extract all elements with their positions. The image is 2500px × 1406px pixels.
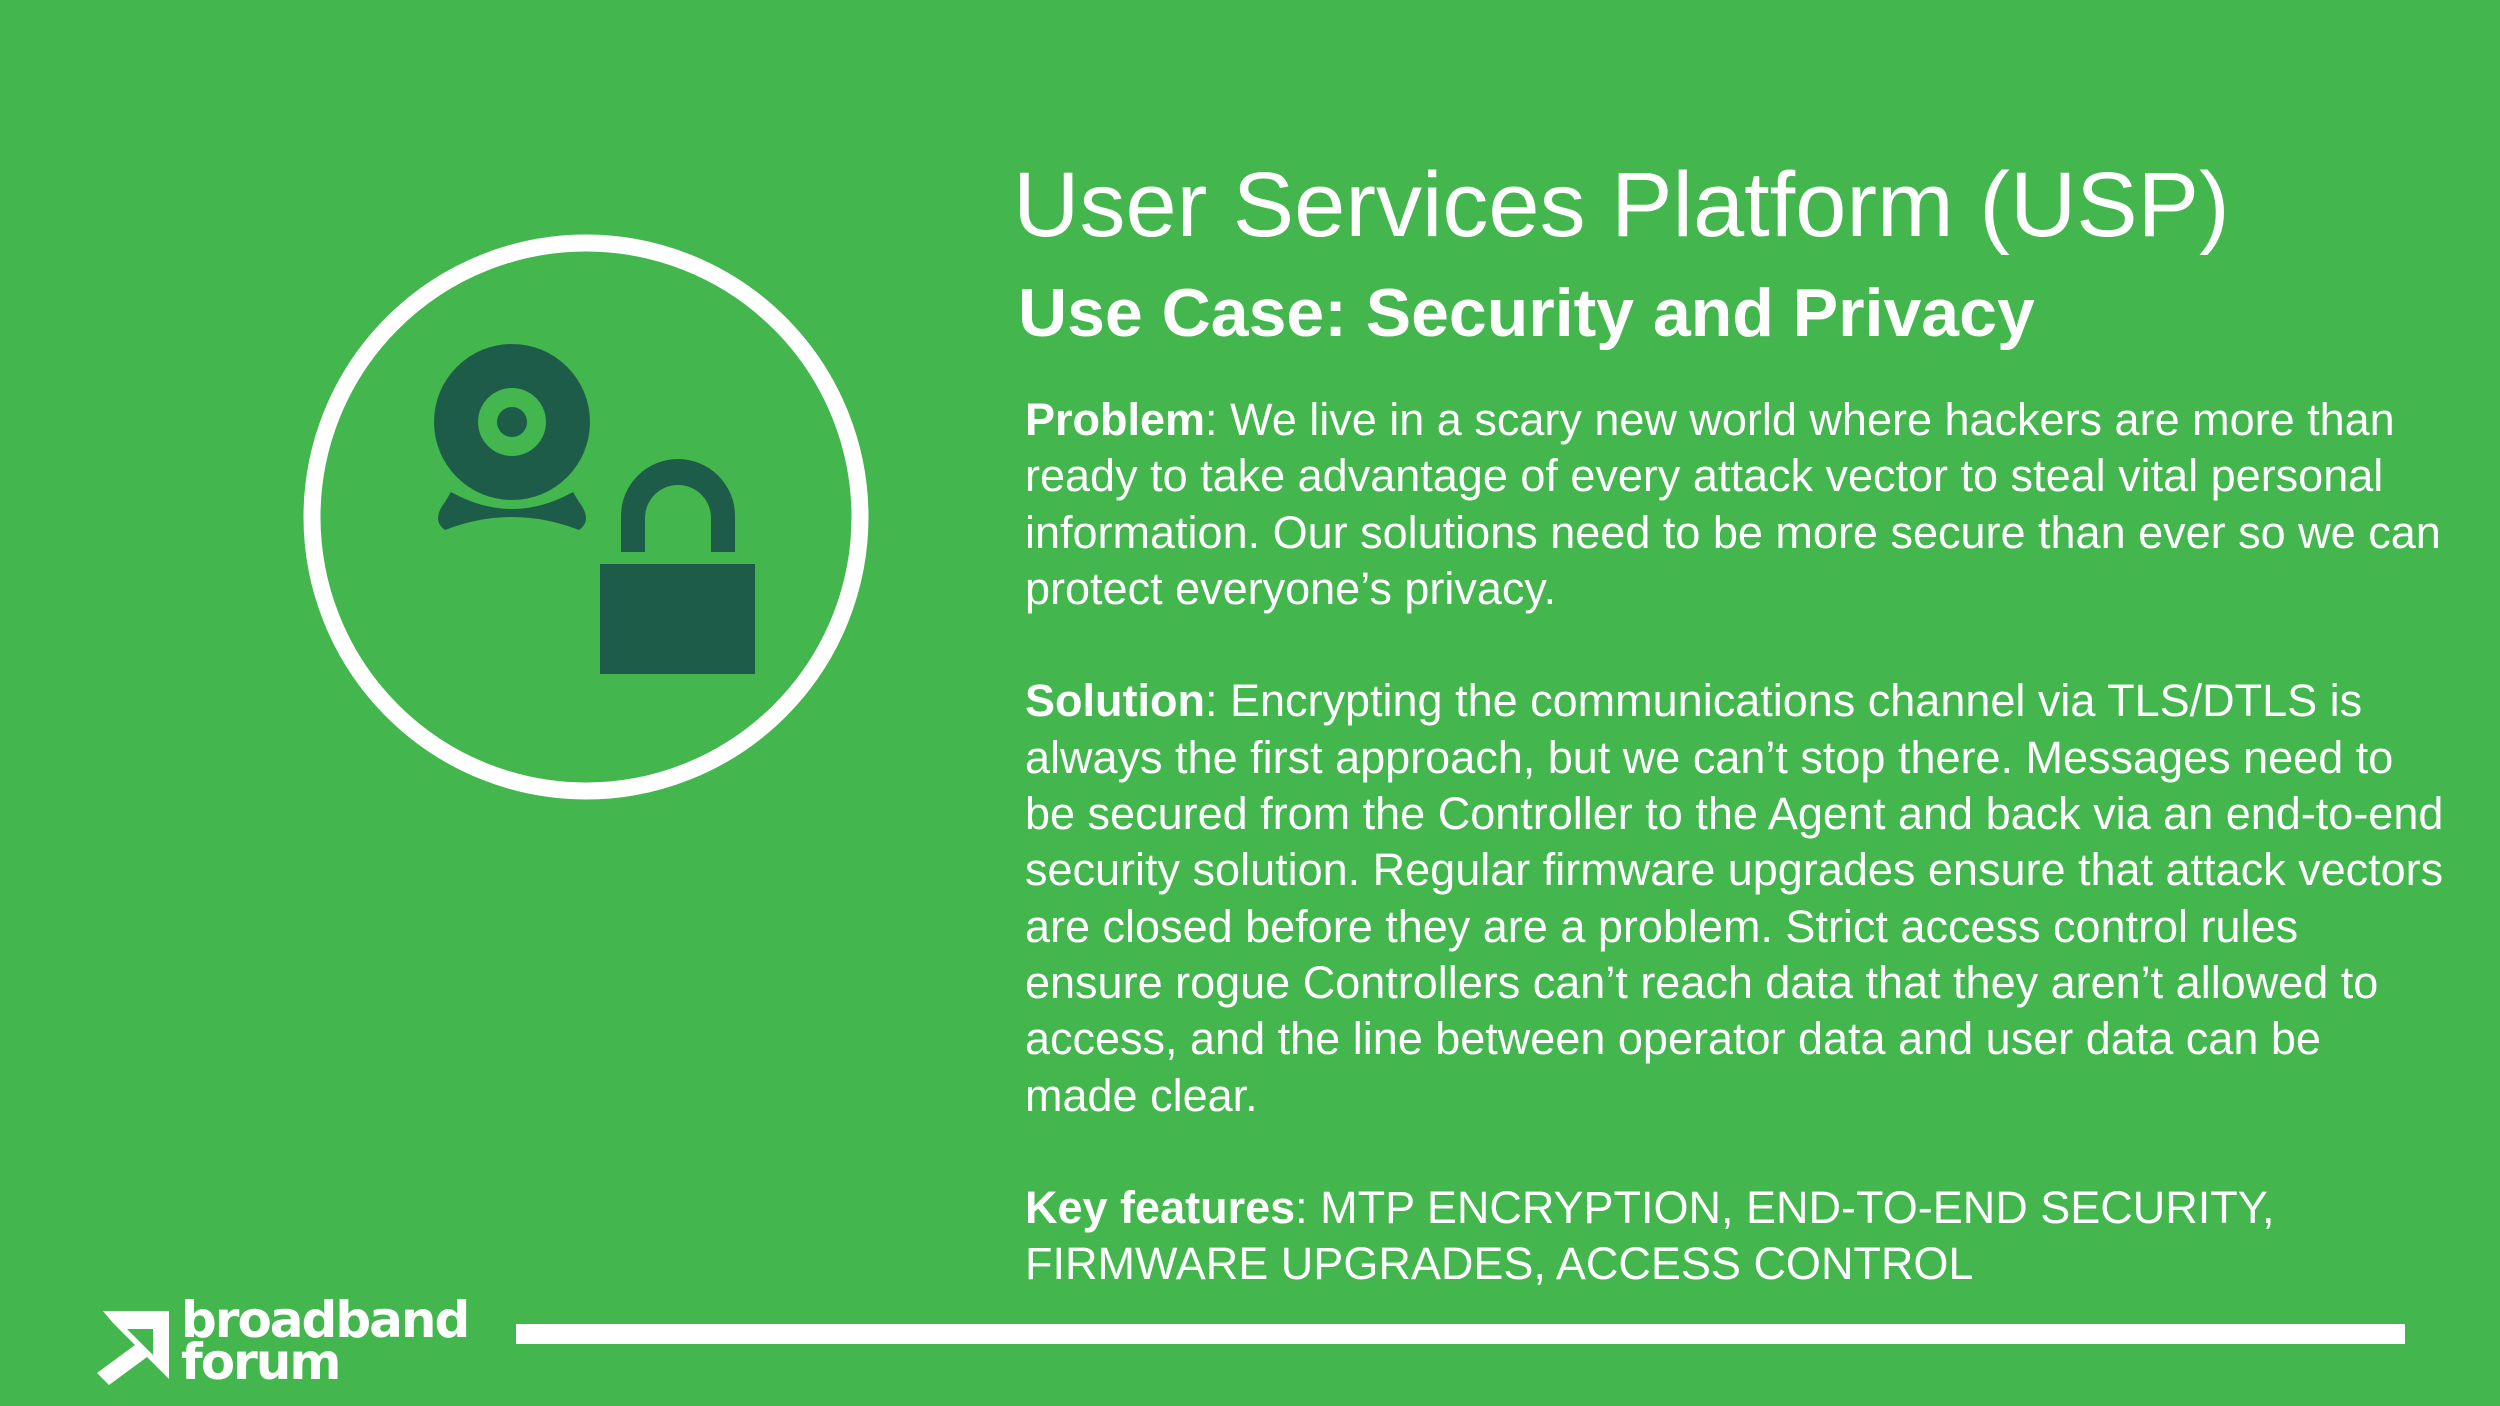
solution-label: Solution bbox=[1025, 675, 1205, 727]
problem-label: Problem bbox=[1025, 394, 1206, 445]
logo-wordmark: broadband forum bbox=[181, 1291, 470, 1391]
subtitle-use-case: Security and Privacy bbox=[1365, 275, 2035, 351]
logo-line-2: forum bbox=[181, 1333, 341, 1391]
security-privacy-badge bbox=[303, 234, 869, 800]
key-features-paragraph: Key features: MTP ENCRYPTION, END-TO-END… bbox=[1025, 1180, 2445, 1293]
key-features-label: Key features bbox=[1025, 1182, 1296, 1234]
key-features-text: : MTP ENCRYPTION, END-TO-END SECURITY, F… bbox=[1025, 1182, 2275, 1290]
logo-mark-icon bbox=[97, 1311, 169, 1385]
solution-text: : Encrypting the communications channel … bbox=[1025, 675, 2444, 1121]
problem-text: : We live in a scary new world where hac… bbox=[1025, 394, 2441, 614]
webcam-icon bbox=[434, 344, 590, 530]
problem-paragraph: Problem: We live in a scary new world wh… bbox=[1025, 392, 2445, 617]
solution-paragraph: Solution: Encrypting the communications … bbox=[1025, 673, 2445, 1123]
slide-title: User Services Platform (USP) bbox=[1013, 154, 2230, 256]
body-text: Problem: We live in a scary new world wh… bbox=[1025, 392, 2445, 1293]
padlock-icon bbox=[600, 459, 755, 674]
broadband-forum-logo: broadband forum bbox=[95, 1295, 475, 1387]
logo-line-1: broadband bbox=[181, 1291, 470, 1349]
slide-subtitle: Use Case: Security and Privacy bbox=[1018, 270, 2035, 356]
footer-divider bbox=[516, 1324, 2405, 1344]
subtitle-prefix: Use Case: bbox=[1018, 275, 1366, 351]
